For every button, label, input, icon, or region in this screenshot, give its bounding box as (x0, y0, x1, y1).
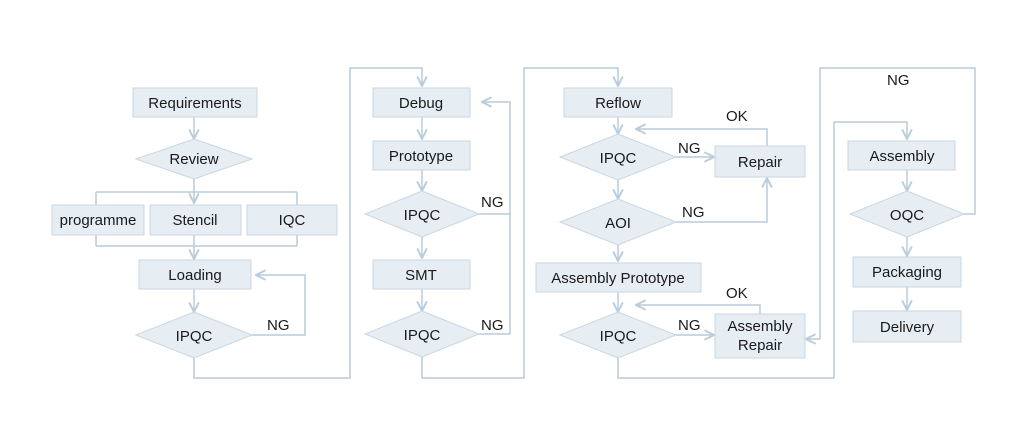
node-ipqc-1-label: IPQC (176, 328, 213, 345)
node-oqc-label: OQC (890, 207, 924, 224)
node-debug-label: Debug (399, 95, 443, 112)
edge-ipqc1-ng-loading (252, 275, 306, 336)
node-ipqc-5-label: IPQC (600, 328, 637, 345)
node-assembly-repair-label-line1: Assembly (727, 318, 793, 335)
node-stencil-label: Stencil (172, 212, 217, 229)
edge-review-split (95, 178, 298, 205)
edge-merge-loading (95, 235, 298, 259)
node-smt-label: SMT (405, 267, 437, 284)
node-assembly-prototype-label: Assembly Prototype (551, 270, 684, 287)
node-programme-label: programme (60, 212, 137, 229)
edge-label-ng-aoi: NG (682, 204, 705, 221)
edge-ipqc2-ng-debug (479, 102, 511, 215)
edge-ipqc5-assembly (617, 121, 907, 379)
node-smt: SMT (372, 259, 471, 290)
node-loading-label: Loading (168, 267, 221, 284)
edge-ipqc3-ng (479, 214, 511, 335)
node-iqc: IQC (246, 204, 338, 236)
node-requirements-label: Requirements (148, 95, 241, 112)
node-oqc: OQC (848, 190, 966, 238)
node-assembly-repair-label-line2: Repair (738, 337, 782, 354)
node-reflow-label: Reflow (595, 95, 641, 112)
edge-aoi-ng-repair (676, 178, 767, 223)
node-requirements: Requirements (132, 87, 258, 118)
node-delivery-label: Delivery (880, 319, 935, 336)
node-delivery: Delivery (852, 310, 962, 343)
node-prototype: Prototype (372, 140, 471, 171)
edge-label-ng-ipqc5: NG (678, 317, 701, 334)
edge-label-ok-repair: OK (726, 108, 748, 125)
node-packaging-label: Packaging (872, 264, 942, 281)
node-stencil: Stencil (149, 204, 242, 236)
node-assembly-repair: Assembly Repair (714, 313, 806, 359)
node-aoi: AOI (558, 198, 678, 246)
edge-label-ng-ipqc4: NG (678, 140, 701, 157)
node-repair-label: Repair (738, 154, 782, 171)
node-aoi-label: AOI (605, 215, 631, 232)
node-programme: programme (51, 204, 145, 236)
node-ipqc-3-label: IPQC (404, 327, 441, 344)
node-ipqc-5: IPQC (558, 311, 678, 359)
edge-assembly-repair-ok-ipqc5 (636, 305, 761, 314)
node-iqc-label: IQC (279, 212, 306, 229)
node-ipqc-4: IPQC (558, 133, 678, 181)
node-repair: Repair (714, 145, 806, 178)
node-prototype-label: Prototype (389, 148, 453, 165)
edge-repair-ok-ipqc4 (636, 129, 768, 146)
edge-ipqc1-debug (193, 67, 422, 379)
edge-label-ok-assembly-repair: OK (726, 285, 748, 302)
edge-labels: NG NG NG NG OK NG NG OK NG (267, 72, 910, 334)
node-assembly: Assembly (847, 140, 956, 171)
node-ipqc-1: IPQC (134, 311, 254, 359)
node-review: Review (134, 138, 254, 180)
node-ipqc-2-label: IPQC (404, 207, 441, 224)
edge-label-ng-ipqc3: NG (481, 317, 504, 334)
node-debug: Debug (372, 87, 471, 118)
node-loading: Loading (138, 259, 252, 290)
node-review-label: Review (169, 151, 218, 168)
edge-label-ng-oqc: NG (887, 72, 910, 89)
node-ipqc-3: IPQC (363, 310, 481, 358)
node-assembly-prototype: Assembly Prototype (535, 262, 702, 293)
node-assembly-label: Assembly (869, 148, 935, 165)
edge-ipqc3-reflow (421, 67, 618, 379)
flow-edges (95, 67, 976, 379)
edge-label-ng-ipqc2: NG (481, 194, 504, 211)
edge-label-ng-ipqc1: NG (267, 317, 290, 334)
node-ipqc-4-label: IPQC (600, 150, 637, 167)
node-ipqc-2: IPQC (363, 190, 481, 238)
node-packaging: Packaging (852, 256, 962, 288)
node-reflow: Reflow (563, 87, 673, 118)
edge-oqc-ng-assembly-repair (806, 67, 976, 339)
flow-nodes: Requirements Review programme Stencil IQ… (51, 87, 966, 359)
